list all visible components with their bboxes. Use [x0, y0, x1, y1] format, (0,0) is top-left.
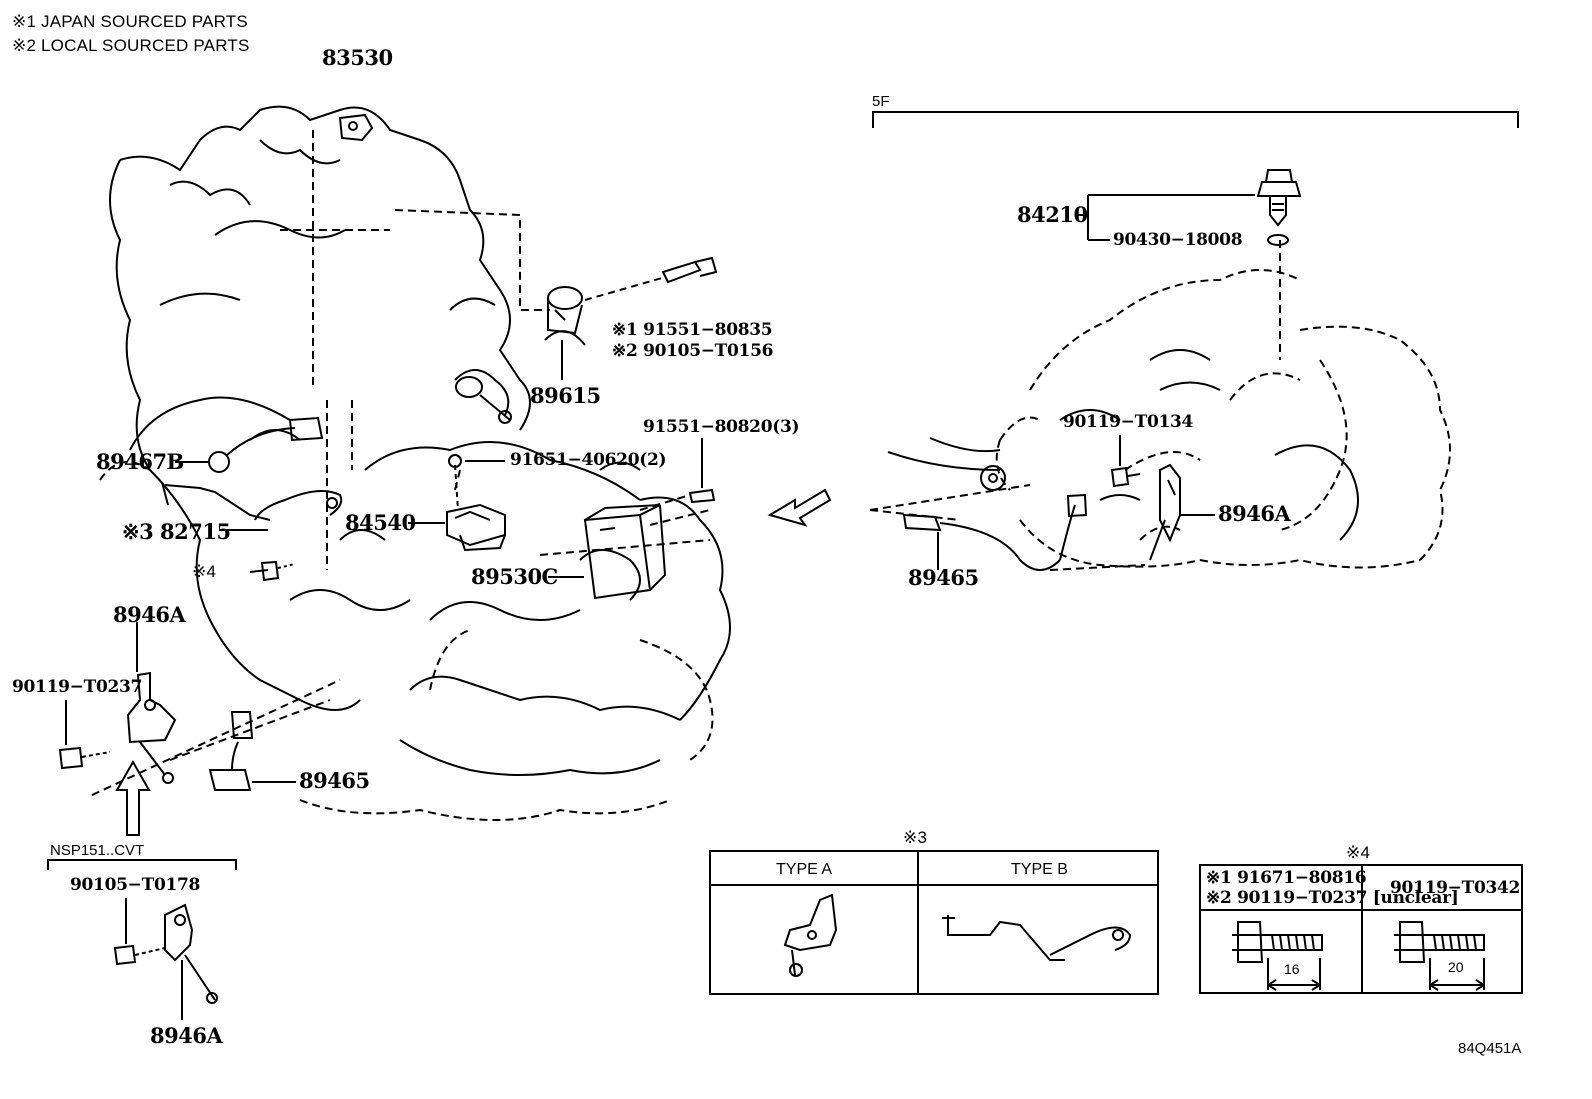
label-89467b: 89467B: [96, 449, 184, 474]
label-8946a-bottom: 8946A: [150, 1023, 223, 1048]
transmission-5f: [887, 349, 1359, 541]
note-japan-sourced: ※1 JAPAN SOURCED PARTS: [12, 12, 248, 31]
part-note4-bolt: [249, 560, 296, 582]
label-90430-18008: 90430−18008: [1113, 230, 1243, 250]
part-82715-bracket: [161, 481, 343, 531]
table4-left-header-2: ※2 90119−T0237 [unclear]: [1206, 888, 1459, 908]
arrow-left-icon: [767, 488, 832, 527]
label-8946a-right: 8946A: [1218, 501, 1291, 526]
table4-mark: ※4: [1346, 843, 1371, 862]
label-90105-t0156: ※2 90105−T0156: [612, 341, 774, 361]
table3-mark: ※3: [903, 828, 928, 847]
part-84540: [408, 454, 506, 552]
table4-right-length: 20: [1448, 959, 1464, 975]
label-91551-80820: 91551−80820(3): [643, 417, 800, 437]
part-90119-t0134: [1110, 435, 1141, 488]
part-8946a-right: [1149, 463, 1215, 561]
table-note4: [1199, 864, 1523, 994]
table3-type-b: TYPE B: [1011, 861, 1068, 878]
label-5f: 5F: [872, 93, 890, 110]
part-89467b-sensor: [175, 416, 324, 473]
label-91651-40620: 91651−40620(2): [510, 450, 667, 470]
label-84540: 84540: [345, 510, 416, 535]
label-89615: 89615: [530, 383, 601, 408]
table3-type-a: TYPE A: [776, 861, 833, 878]
label-82715: ※3 82715: [122, 519, 231, 544]
table4-left-header-1: ※1 91671−80816: [1206, 868, 1367, 888]
part-89465-left: [208, 711, 296, 791]
label-89465-left: 89465: [299, 768, 370, 793]
part-89465-right: [902, 493, 1088, 571]
label-90119-t0134: 90119−T0134: [1063, 412, 1194, 432]
label-nsp151-cvt: NSP151..CVT: [50, 842, 145, 859]
part-8946a-left-top: [58, 622, 177, 784]
diagram-code: 84Q451A: [1458, 1040, 1522, 1057]
left-dashed-lines: [91, 130, 714, 821]
label-91551-80835: ※1 91551−80835: [612, 320, 773, 340]
part-84210-switch: [1075, 169, 1302, 246]
part-89615-knock-sensor: [547, 256, 718, 380]
table4-left-length: 16: [1284, 961, 1300, 977]
arrow-up-icon: [115, 759, 151, 836]
part-8946a-left-bottom: [113, 898, 218, 1020]
label-90119-t0237: 90119−T0237: [12, 677, 143, 697]
label-note4-mark: ※4: [192, 562, 217, 581]
label-89465-right: 89465: [908, 565, 979, 590]
label-8946a-top: 8946A: [113, 602, 186, 627]
table-note3: [709, 850, 1159, 995]
label-90105-t0178: 90105−T0178: [70, 875, 201, 895]
part-89530c-ecu: [548, 438, 716, 600]
nsp-group-bracket: [47, 859, 237, 870]
5f-group-bracket: [872, 111, 1519, 128]
engine-cvt-assembly: [109, 105, 731, 776]
label-83530: 83530: [322, 45, 393, 70]
label-84210: 84210: [1017, 202, 1088, 227]
part-83530-sensor: [338, 113, 374, 142]
note-local-sourced: ※2 LOCAL SOURCED PARTS: [12, 36, 250, 55]
right-dashed-lines: [869, 240, 1451, 571]
label-89530c: 89530C: [471, 564, 558, 589]
table4-right-header: 90119−T0342: [1390, 878, 1521, 898]
